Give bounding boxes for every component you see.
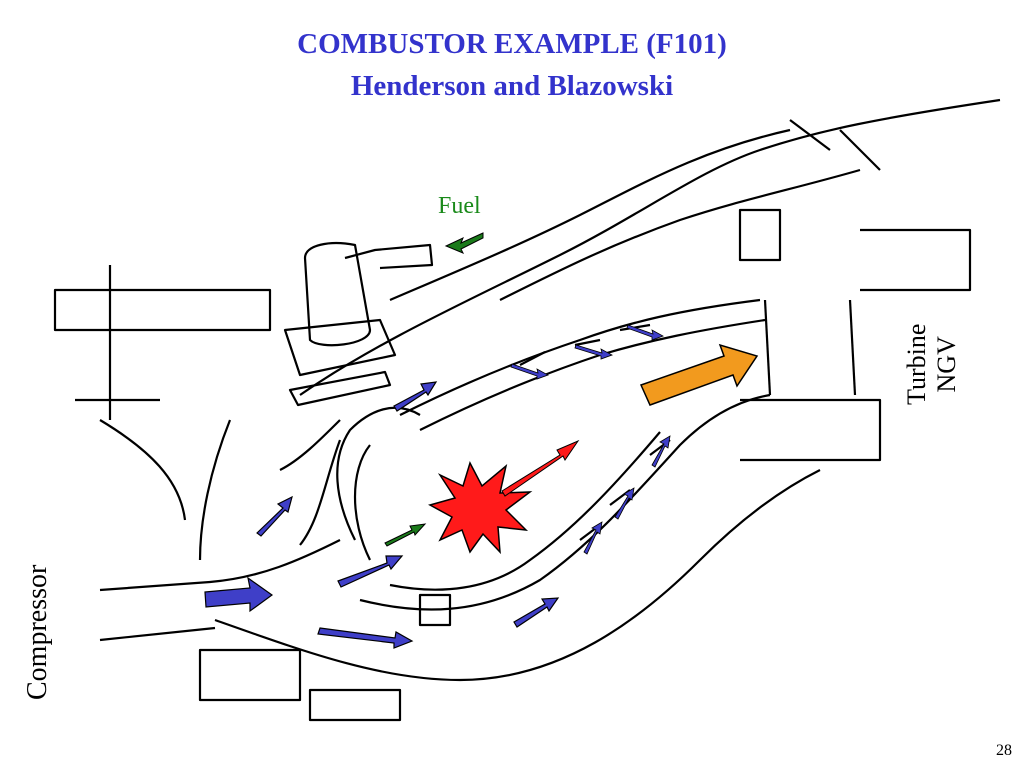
slide-title: COMBUSTOR EXAMPLE (F101)	[297, 28, 727, 60]
liner-hole-arrow	[651, 435, 671, 468]
air-arrow-lower-passage	[513, 597, 560, 628]
flame-burst-icon	[428, 461, 533, 555]
slide-subtitle: Henderson and Blazowski	[350, 70, 674, 102]
air-arrow-inner-lower	[317, 627, 414, 649]
air-arrow-main-inlet	[204, 576, 274, 613]
compressor-label: Compressor	[22, 564, 53, 700]
air-arrow-diffuser	[256, 495, 293, 537]
page-number: 28	[996, 742, 1012, 759]
liner-hole-arrow	[614, 487, 635, 520]
combustion-arrow	[501, 439, 580, 497]
fuel-arrow-inlet	[444, 232, 484, 254]
air-flow-arrows	[204, 381, 560, 649]
liner-hole-arrow	[626, 324, 664, 341]
engine-outline	[53, 98, 1001, 722]
air-arrow-swirler	[337, 555, 404, 588]
turbine-ngv-label: Turbine NGV	[902, 324, 962, 405]
liner-hole-arrows	[510, 324, 671, 555]
liner-hole-arrow	[510, 363, 549, 380]
liner-hole-arrow	[574, 344, 613, 360]
turbine-label: Turbine	[902, 323, 931, 405]
fuel-arrow-injector	[384, 523, 427, 547]
ngv-label: NGV	[932, 336, 961, 393]
fuel-arrows	[384, 232, 484, 547]
exit-flow-arrow	[639, 343, 759, 406]
liner-hole-arrow	[583, 521, 603, 555]
air-arrow-outer-upper	[393, 381, 438, 412]
fuel-label: Fuel	[438, 193, 481, 219]
